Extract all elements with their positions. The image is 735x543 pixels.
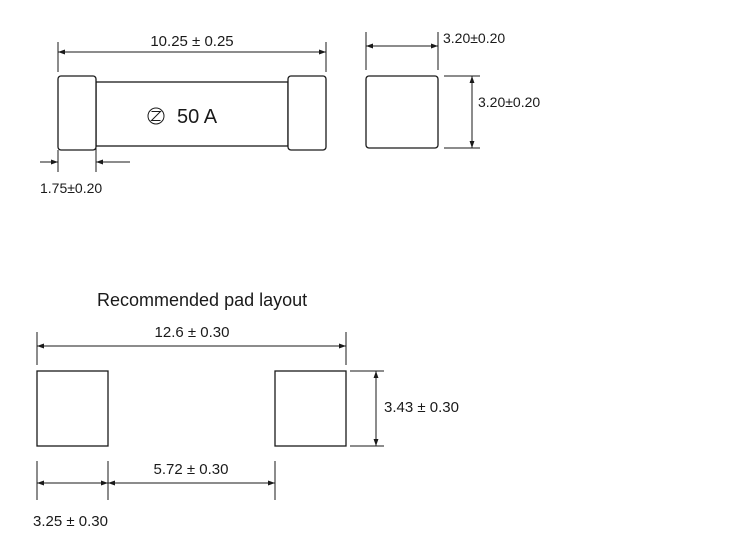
pad-height-dimension: 3.43 ± 0.30 [350, 370, 459, 447]
end-width-dim-label: 3.20±0.20 [443, 30, 505, 46]
pad-width-dim-label: 3.25 ± 0.30 [33, 513, 108, 530]
cap-dim-label: 1.75±0.20 [40, 180, 102, 196]
fuse-left-cap [57, 75, 97, 151]
pad-layout-title: Recommended pad layout [97, 290, 307, 310]
fuse-end-view: 3.20±0.20 3.20±0.20 [365, 30, 540, 149]
cap-dimension: 1.75±0.20 [40, 146, 130, 196]
pad-layout: Recommended pad layout 12.6 ± 0.30 3.43 … [33, 290, 459, 530]
overall-dimension: 12.6 ± 0.30 [36, 324, 347, 365]
length-dim-label: 10.25 ± 0.25 [150, 33, 233, 50]
fuse-side-view: 50 A 10.25 ± 0.25 1.75±0.20 [40, 33, 327, 196]
certification-mark-glyph [150, 111, 162, 121]
end-height-dimension: 3.20±0.20 [444, 75, 540, 149]
fuse-marking: 50 A [147, 106, 218, 128]
fuse-right-cap [287, 75, 327, 151]
fuse-body [95, 81, 289, 147]
pad-right [274, 370, 347, 447]
end-height-dim-label: 3.20±0.20 [478, 94, 540, 110]
pad-width-dimension: 3.25 ± 0.30 [33, 480, 108, 530]
gap-dim-label: 5.72 ± 0.30 [154, 461, 229, 478]
pad-left [36, 370, 109, 447]
pad-height-dim-label: 3.43 ± 0.30 [384, 399, 459, 416]
overall-dim-label: 12.6 ± 0.30 [155, 324, 230, 341]
gap-dimension: 5.72 ± 0.30 [36, 461, 276, 500]
end-width-dimension: 3.20±0.20 [365, 30, 505, 70]
fuse-rating-label: 50 A [177, 106, 218, 128]
length-dimension: 10.25 ± 0.25 [57, 33, 327, 72]
fuse-end-face [365, 75, 439, 149]
certification-mark-icon [147, 107, 165, 125]
